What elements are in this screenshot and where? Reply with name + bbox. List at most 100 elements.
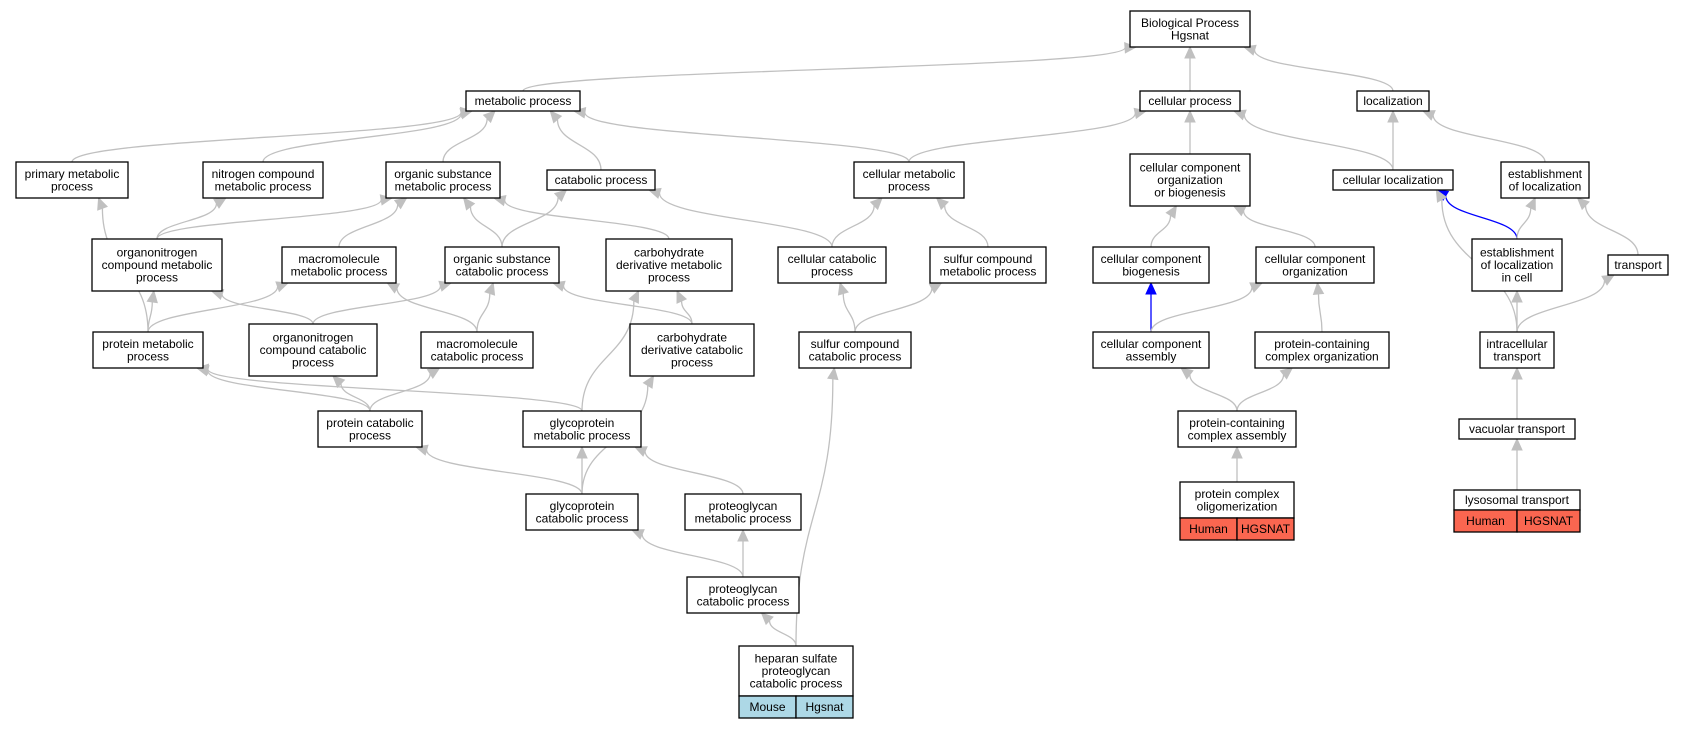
go-term-cellular-process[interactable]: cellular process xyxy=(1139,90,1241,112)
arrowhead-icon xyxy=(1525,196,1536,211)
term-label-line: organization xyxy=(1157,173,1222,187)
arrowhead-icon xyxy=(1180,367,1194,380)
term-label-line: metabolic process xyxy=(395,179,492,193)
arrowhead-icon xyxy=(1435,188,1448,203)
term-box xyxy=(777,246,887,284)
edge-line xyxy=(1432,115,1546,163)
edge-line xyxy=(1253,49,1394,92)
term-box xyxy=(202,161,324,199)
term-label-line: proteoglycan xyxy=(709,582,778,596)
go-term-catabolic[interactable]: catabolic process xyxy=(546,169,656,191)
edge-cc-org-or-biogenesis-to-cellular-process xyxy=(1184,109,1196,154)
edge-cc-organization-to-cc-org-or-biogenesis xyxy=(1232,205,1316,248)
arrowhead-icon xyxy=(484,281,496,296)
edge-line xyxy=(644,451,744,495)
species-label: Mouse xyxy=(749,700,785,714)
edge-line xyxy=(425,449,583,495)
edge-line xyxy=(943,205,989,248)
term-label-line: process xyxy=(888,179,930,193)
go-term-transport[interactable]: transport xyxy=(1607,254,1669,276)
edge-line xyxy=(469,206,503,248)
term-label-line: process xyxy=(648,271,690,285)
go-term-vacuolar-transport[interactable]: vacuolar transport xyxy=(1458,418,1576,440)
term-label-line: protein metabolic xyxy=(102,337,193,351)
arrowhead-icon xyxy=(1511,437,1523,451)
term-label-line: localization xyxy=(1363,94,1422,108)
go-term-metabolic[interactable]: metabolic process xyxy=(465,90,581,112)
arrowhead-icon xyxy=(1576,197,1590,211)
term-label-line: glycoprotein xyxy=(550,416,615,430)
arrowhead-icon xyxy=(482,110,496,124)
term-label-line: proteoglycan xyxy=(762,664,831,678)
edge-transport-to-establishment-of-localization xyxy=(1576,197,1639,256)
go-term-cellular-localization[interactable]: cellular localization xyxy=(1332,169,1454,191)
edge-line xyxy=(658,193,833,248)
term-box xyxy=(15,161,129,199)
arrowhead-icon xyxy=(393,197,408,210)
edge-line xyxy=(562,285,693,325)
term-label-line: Biological Process xyxy=(1141,16,1239,30)
term-box xyxy=(1092,331,1210,369)
term-label-line: sulfur compound xyxy=(811,337,900,351)
term-label-line: organic substance xyxy=(394,167,492,181)
term-label-line: organonitrogen xyxy=(117,246,198,260)
edge-line xyxy=(1242,210,1316,248)
arrowhead-icon xyxy=(869,197,883,211)
edge-lysosomal-transport-to-vacuolar-transport xyxy=(1511,437,1523,490)
term-label-line: complex organization xyxy=(1265,349,1378,363)
edge-line xyxy=(854,288,933,333)
term-label-line: establishment xyxy=(1508,167,1583,181)
edge-line xyxy=(908,113,1136,163)
edge-line xyxy=(556,119,602,171)
edge-macromolecule-metabolic-to-organic-substance-metabolic xyxy=(338,197,408,248)
edge-cellular-metabolic-to-metabolic xyxy=(572,107,910,163)
edge-establishment-of-localization-to-localization xyxy=(1421,110,1546,163)
arrowhead-icon xyxy=(676,289,688,304)
arrowhead-icon xyxy=(146,289,158,304)
edge-line xyxy=(207,370,371,412)
term-box xyxy=(444,246,560,284)
term-box xyxy=(1139,90,1241,112)
term-label-line: glycoprotein xyxy=(550,499,615,513)
edge-cellular-localization-to-cellular-process xyxy=(1232,109,1394,171)
term-box xyxy=(929,246,1047,284)
go-term-localization[interactable]: localization xyxy=(1356,90,1430,112)
gene-label: Hgsnat xyxy=(805,700,844,714)
arrowhead-icon xyxy=(1184,45,1196,59)
term-label-line: Hgsnat xyxy=(1171,28,1210,42)
term-label-line: cellular component xyxy=(1101,252,1202,266)
